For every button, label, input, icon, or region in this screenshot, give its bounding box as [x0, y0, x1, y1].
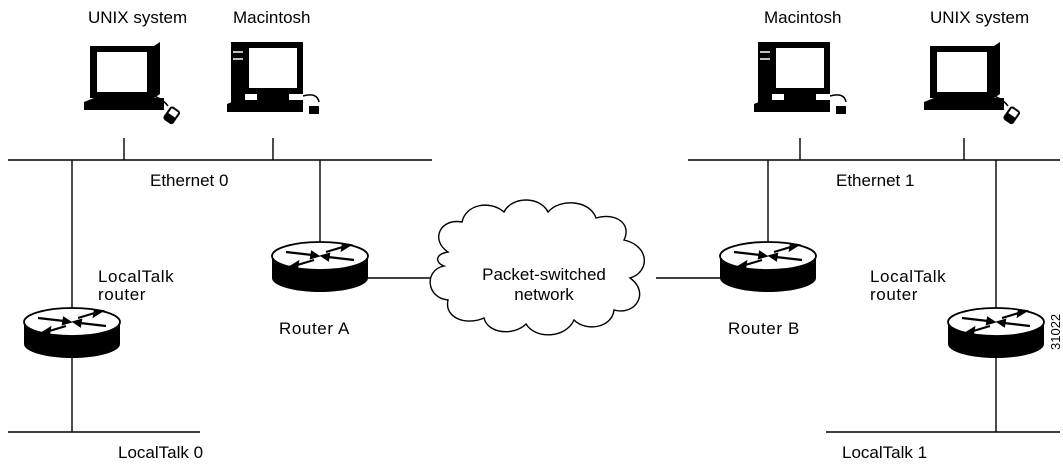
unix-system-right-icon — [923, 41, 1022, 127]
router-b-label: Router B — [728, 319, 800, 338]
router-a-icon — [270, 240, 370, 294]
localtalk-router-right-label-line2: router — [870, 285, 918, 304]
router-b-icon — [718, 240, 818, 294]
macintosh-left-icon — [226, 41, 320, 115]
localtalk-1-label: LocalTalk 1 — [842, 443, 927, 462]
ethernet-1-label: Ethernet 1 — [836, 171, 914, 190]
figure-id-label: 31022 — [1048, 314, 1063, 350]
packet-switched-cloud — [429, 199, 645, 336]
localtalk-0-label: LocalTalk 0 — [118, 443, 203, 462]
macintosh-left-label: Macintosh — [233, 8, 310, 27]
unix-system-right-label: UNIX system — [930, 8, 1029, 27]
macintosh-right-icon — [753, 41, 847, 115]
cloud-label-line1: Packet-switched — [482, 265, 606, 284]
localtalk-router-right-label-line1: LocalTalk — [870, 267, 946, 286]
ethernet-0-label: Ethernet 0 — [150, 171, 228, 190]
cloud-label-line2: network — [514, 285, 574, 304]
macintosh-right-label: Macintosh — [764, 8, 841, 27]
unix-system-left-label: UNIX system — [88, 8, 187, 27]
router-a-label: Router A — [279, 319, 350, 338]
localtalk-router-left-label-line1: LocalTalk — [98, 267, 174, 286]
localtalk-router-right-icon — [946, 306, 1046, 360]
unix-system-left-icon — [83, 41, 182, 127]
localtalk-router-left-label-line2: router — [98, 285, 146, 304]
localtalk-router-left-icon — [22, 306, 122, 360]
